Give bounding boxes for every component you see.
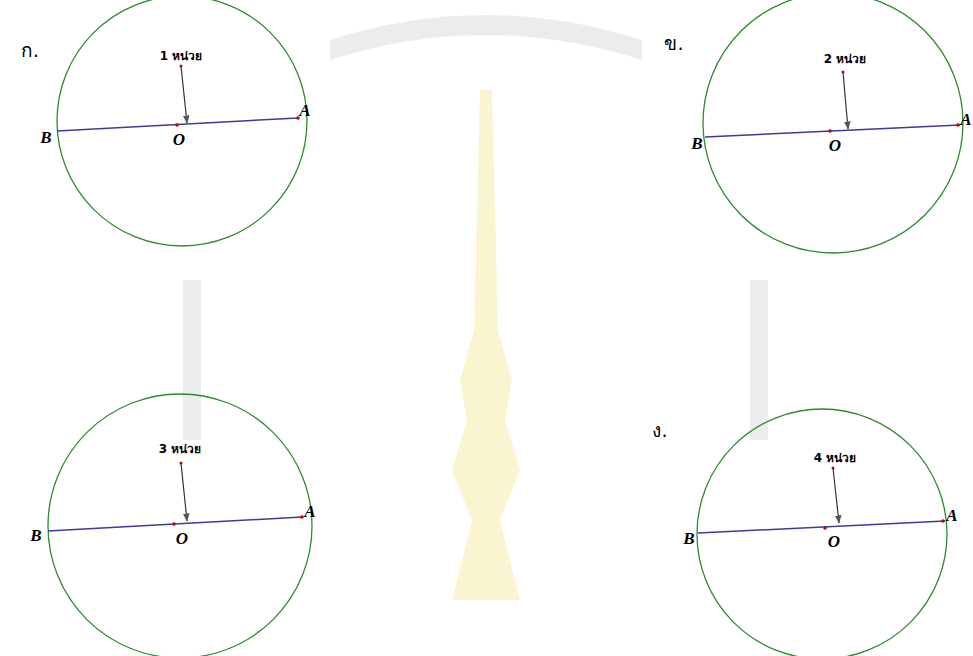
watermark bbox=[183, 15, 768, 600]
unit-label: 2 หน่วย bbox=[824, 49, 867, 68]
unit-label: 3 หน่วย bbox=[159, 439, 202, 458]
point-label: O bbox=[828, 532, 840, 552]
option-letter: ข. bbox=[664, 28, 683, 58]
point-label: A bbox=[960, 110, 971, 130]
point-label: B bbox=[30, 526, 41, 546]
point-label: A bbox=[304, 502, 315, 522]
circle-figure bbox=[48, 394, 312, 656]
point-label: A bbox=[299, 101, 310, 121]
unit-label: 4 หน่วย bbox=[814, 448, 857, 467]
option-letter: ก. bbox=[21, 35, 39, 65]
point-label: O bbox=[829, 136, 841, 156]
point-label: O bbox=[173, 130, 185, 150]
option-letter: ง. bbox=[652, 415, 667, 445]
point-label: B bbox=[40, 128, 51, 148]
unit-label: 1 หน่วย bbox=[160, 46, 203, 65]
circle-figure bbox=[697, 409, 947, 656]
point-label: A bbox=[946, 506, 957, 526]
circle-figure bbox=[703, 0, 963, 253]
point-label: O bbox=[176, 529, 188, 549]
point-label: B bbox=[691, 134, 702, 154]
circle-figure bbox=[57, 0, 307, 246]
point-label: B bbox=[683, 529, 694, 549]
